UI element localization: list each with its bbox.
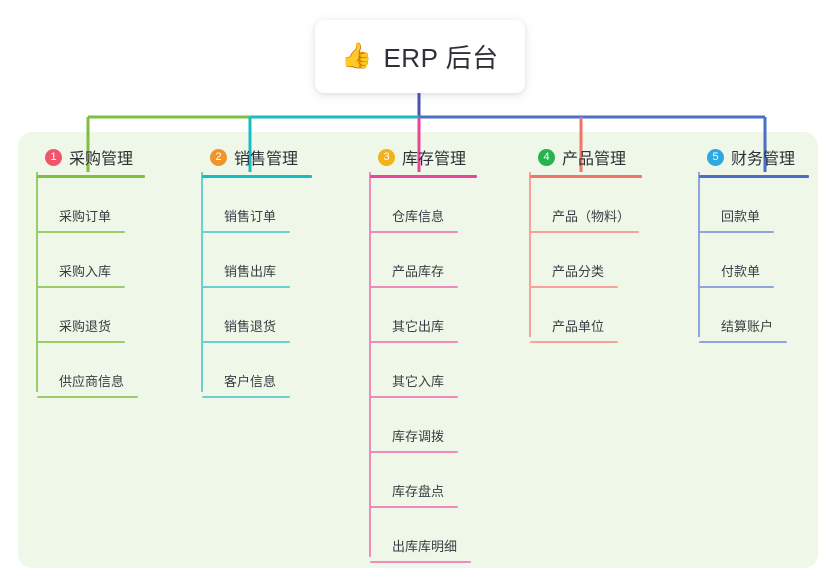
- branch-item-label: 库存盘点: [392, 484, 445, 499]
- branch-item[interactable]: 产品库存: [370, 233, 477, 288]
- root-node[interactable]: 👍 ERP 后台: [315, 20, 525, 93]
- branch-column: 1 采购管理采购订单采购入库采购退货供应商信息: [37, 146, 145, 398]
- branch-item-rule: [370, 286, 458, 288]
- branch-item-rule: [370, 231, 458, 233]
- branch-item[interactable]: 仓库信息: [370, 178, 477, 233]
- branch-item[interactable]: 产品（物料）: [530, 178, 642, 233]
- branch-item[interactable]: 其它入库: [370, 343, 477, 398]
- branch-item-rule: [699, 231, 774, 233]
- branch-item-rule: [370, 396, 458, 398]
- branch-item-label: 采购入库: [59, 264, 112, 279]
- branch-item-list: 销售订单销售出库销售退货客户信息: [202, 178, 312, 398]
- branch-item-label: 销售订单: [224, 209, 277, 224]
- branch-item[interactable]: 出库库明细: [370, 508, 477, 563]
- branch-item-label: 出库库明细: [392, 539, 458, 554]
- branch-item-label: 结算账户: [721, 319, 774, 334]
- branch-item[interactable]: 供应商信息: [37, 343, 145, 398]
- branch-item[interactable]: 库存盘点: [370, 453, 477, 508]
- branch-item[interactable]: 销售退货: [202, 288, 312, 343]
- branch-header[interactable]: 3 库存管理: [370, 146, 477, 168]
- branch-number-badge: 4: [538, 148, 555, 166]
- branch-item-label: 其它出库: [392, 319, 445, 334]
- branch-item[interactable]: 销售订单: [202, 178, 312, 233]
- branch-header[interactable]: 1 采购管理: [37, 146, 145, 168]
- branch-title: 产品管理: [562, 151, 627, 168]
- branch-item-list: 产品（物料） 产品分类产品单位: [530, 178, 642, 343]
- branch-item-label: 销售出库: [224, 264, 277, 279]
- branch-item-rule: [202, 231, 290, 233]
- branch-item[interactable]: 结算账户: [699, 288, 809, 343]
- branch-item-rule: [530, 341, 618, 343]
- branch-header[interactable]: 5 财务管理: [699, 146, 809, 168]
- branches-panel: [18, 132, 818, 568]
- branch-item[interactable]: 其它出库: [370, 288, 477, 343]
- branch-item-label: 产品库存: [392, 264, 445, 279]
- thumbs-up-icon: 👍: [341, 42, 373, 70]
- branch-item-label: 回款单: [721, 209, 761, 224]
- branch-item-rule: [699, 286, 774, 288]
- branch-item-rule: [202, 341, 290, 343]
- branch-number-badge: 5: [707, 148, 724, 166]
- branch-item[interactable]: 产品单位: [530, 288, 642, 343]
- branch-item[interactable]: 采购入库: [37, 233, 145, 288]
- branch-item-label: 产品（物料）: [552, 209, 631, 224]
- branch-item-rule: [370, 341, 458, 343]
- branch-item[interactable]: 库存调拨: [370, 398, 477, 453]
- branch-number-badge: 3: [378, 148, 395, 166]
- branch-item-label: 付款单: [721, 264, 761, 279]
- branch-item[interactable]: 产品分类: [530, 233, 642, 288]
- branch-item-label: 产品分类: [552, 264, 605, 279]
- branch-column: 3 库存管理仓库信息产品库存其它出库其它入库库存调拨库存盘点出库库明细: [370, 146, 477, 563]
- branch-number-badge: 1: [45, 148, 62, 166]
- branch-title: 采购管理: [69, 151, 134, 168]
- branch-item[interactable]: 客户信息: [202, 343, 312, 398]
- branch-item-rule: [370, 561, 471, 563]
- root-node-title: ERP 后台: [383, 43, 499, 73]
- branch-title: 库存管理: [402, 151, 467, 168]
- branch-item-label: 客户信息: [224, 374, 277, 389]
- branch-item-rule: [530, 286, 618, 288]
- branch-item-rule: [699, 341, 787, 343]
- branch-item-label: 销售退货: [224, 319, 277, 334]
- branch-column: 2 销售管理销售订单销售出库销售退货客户信息: [202, 146, 312, 398]
- branch-item-label: 供应商信息: [59, 374, 125, 389]
- branch-item[interactable]: 付款单: [699, 233, 809, 288]
- branch-header-rule: [202, 175, 312, 178]
- branch-column: 4 产品管理产品（物料） 产品分类产品单位: [530, 146, 642, 343]
- branch-item-rule: [202, 396, 290, 398]
- branch-item[interactable]: 回款单: [699, 178, 809, 233]
- branch-item-rule: [37, 396, 138, 398]
- branch-item-list: 回款单付款单结算账户: [699, 178, 809, 343]
- branch-header-rule: [530, 175, 642, 178]
- branch-header[interactable]: 4 产品管理: [530, 146, 642, 168]
- branch-item[interactable]: 采购订单: [37, 178, 145, 233]
- branch-item-label: 采购订单: [59, 209, 112, 224]
- branch-column: 5 财务管理回款单付款单结算账户: [699, 146, 809, 343]
- branch-header-rule: [699, 175, 809, 178]
- branch-header-rule: [370, 175, 477, 178]
- branch-item-label: 仓库信息: [392, 209, 445, 224]
- branch-header-rule: [37, 175, 145, 178]
- branch-title: 销售管理: [234, 151, 299, 168]
- branch-item-label: 产品单位: [552, 319, 605, 334]
- branch-number-badge: 2: [210, 148, 227, 166]
- branch-item-list: 仓库信息产品库存其它出库其它入库库存调拨库存盘点出库库明细: [370, 178, 477, 563]
- branch-item-rule: [530, 231, 639, 233]
- branch-item-rule: [37, 341, 125, 343]
- branch-item-list: 采购订单采购入库采购退货供应商信息: [37, 178, 145, 398]
- branch-item-rule: [37, 286, 125, 288]
- branch-item-rule: [37, 231, 125, 233]
- branch-item-label: 其它入库: [392, 374, 445, 389]
- branch-item-rule: [370, 451, 458, 453]
- branch-item-rule: [202, 286, 290, 288]
- branch-header[interactable]: 2 销售管理: [202, 146, 312, 168]
- branch-item-rule: [370, 506, 458, 508]
- branch-item[interactable]: 销售出库: [202, 233, 312, 288]
- branch-item-label: 采购退货: [59, 319, 112, 334]
- branch-item-label: 库存调拨: [392, 429, 445, 444]
- branch-title: 财务管理: [731, 151, 796, 168]
- branch-item[interactable]: 采购退货: [37, 288, 145, 343]
